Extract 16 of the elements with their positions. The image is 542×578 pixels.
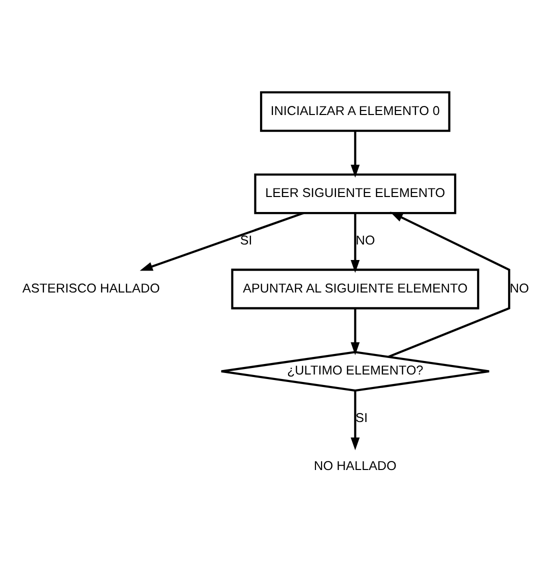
edge-label: SI: [356, 410, 368, 426]
node-box: APUNTAR AL SIGUIENTE ELEMENTO: [231, 268, 480, 310]
node-text: ASTERISCO HALLADO: [22, 280, 160, 296]
arrow: [140, 212, 304, 271]
arrow: [350, 130, 360, 178]
arrow: [350, 390, 360, 450]
edge-label: NO: [510, 280, 529, 296]
node-diamond: ¿ULTIMO ELEMENTO?: [220, 351, 490, 392]
arrow: [350, 308, 360, 356]
edge-label: NO: [356, 232, 375, 248]
node-box: LEER SIGUIENTE ELEMENTO: [254, 174, 456, 214]
edge-label: SI: [240, 232, 252, 248]
arrow: [388, 212, 510, 358]
node-text: NO HALLADO: [314, 458, 396, 473]
node-box: INICIALIZAR A ELEMENTO 0: [260, 91, 450, 132]
arrow: [350, 213, 360, 273]
